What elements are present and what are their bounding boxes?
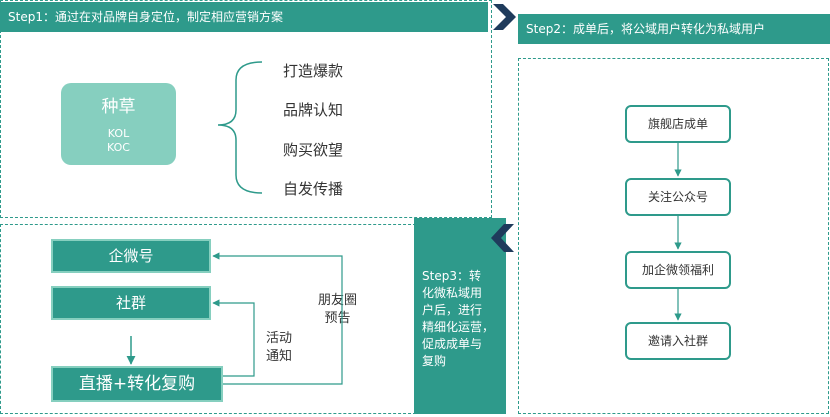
moments-label-line: 朋友圈 bbox=[318, 293, 358, 308]
moments-label: 朋友圈 预告 bbox=[318, 292, 357, 328]
flow-box-4: 邀请入社群 bbox=[625, 322, 731, 360]
flow-box-2: 关注公众号 bbox=[625, 178, 731, 216]
step3-line: 促成成单与 bbox=[422, 337, 483, 351]
core-box: 种草 KOL KOC bbox=[61, 83, 176, 165]
chevron-left-icon bbox=[491, 224, 514, 252]
brace-item: 打造爆款 bbox=[283, 62, 344, 80]
curly-brace bbox=[217, 61, 263, 194]
chevron-right-icon bbox=[493, 4, 516, 30]
brace-item: 购买欲望 bbox=[283, 141, 344, 159]
flow-box-3: 加企微领福利 bbox=[625, 251, 731, 289]
core-box-title: 种草 bbox=[101, 97, 136, 117]
enterprise-wechat-box: 企微号 bbox=[51, 239, 211, 273]
step3-line: Step3：转 bbox=[422, 269, 481, 283]
step3-line: 化微私域用 bbox=[422, 286, 483, 300]
step3-line: 精细化运营， bbox=[422, 320, 495, 334]
core-box-line2: KOC bbox=[107, 141, 130, 154]
flow-box-1: 旗舰店成单 bbox=[625, 105, 731, 143]
brace-item: 自发传播 bbox=[283, 180, 344, 198]
step1-panel bbox=[0, 0, 492, 218]
step2-panel bbox=[518, 58, 829, 414]
step3-line: 复购 bbox=[422, 354, 447, 368]
moments-label-line: 预告 bbox=[324, 311, 351, 326]
activity-arrow bbox=[212, 299, 255, 377]
step3-text-panel: Step3：转 化微私域用 户后，进行 精细化运营， 促成成单与 复购 bbox=[414, 218, 506, 414]
activity-label-line: 活动 bbox=[266, 331, 293, 346]
core-box-line1: KOL bbox=[107, 127, 130, 140]
step2-header: Step2：成单后，将公域用户转化为私域用户 bbox=[518, 14, 830, 44]
community-box: 社群 bbox=[51, 286, 211, 320]
moments-arrow bbox=[212, 252, 343, 385]
live-box: 直播+转化复购 bbox=[51, 366, 223, 402]
activity-label: 活动 通知 bbox=[266, 330, 292, 366]
brace-item: 品牌认知 bbox=[283, 101, 344, 119]
step3-line: 户后，进行 bbox=[422, 303, 483, 317]
step1-header: Step1：通过在对品牌自身定位，制定相应营销方案 bbox=[0, 2, 488, 32]
activity-label-line: 通知 bbox=[266, 349, 293, 364]
